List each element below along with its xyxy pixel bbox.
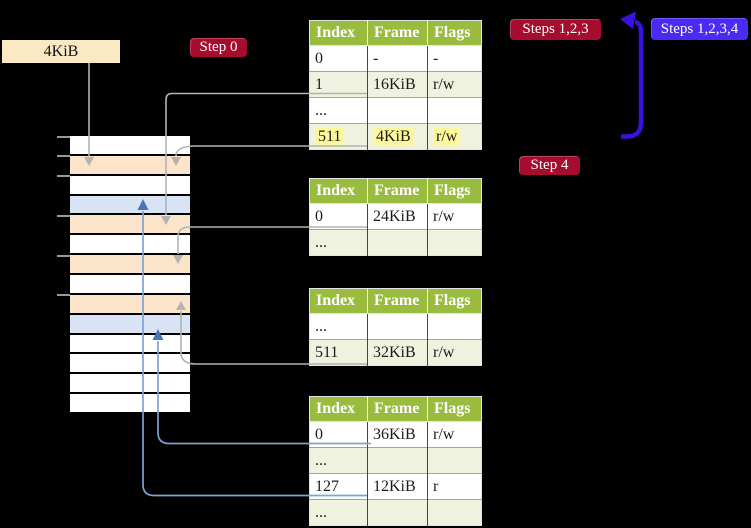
table-cell (427, 97, 482, 124)
column-header: Index (309, 178, 368, 204)
column-header: Frame (367, 396, 428, 422)
table-cell: 24KiB (367, 203, 428, 230)
column-header: Frame (367, 288, 428, 314)
column-header: Frame (367, 178, 428, 204)
table-cell (367, 229, 428, 256)
column-header: Flags (427, 20, 482, 46)
tick-mark (57, 254, 70, 257)
memory-frame-row-white (70, 374, 190, 393)
column-header: Flags (427, 396, 482, 422)
column-header: Index (309, 20, 368, 46)
table-row: ... (309, 229, 482, 256)
column-header: Flags (427, 178, 482, 204)
memory-frame-row-orange (70, 294, 190, 313)
highlighted-value: 511 (315, 127, 345, 145)
column-header: Flags (427, 288, 482, 314)
memory-frame-row-white (70, 235, 190, 254)
tick-mark (57, 175, 70, 178)
memory-frame-row-white (70, 354, 190, 373)
column-header: Index (309, 288, 368, 314)
table-cell: 32KiB (367, 339, 428, 366)
table-cell (427, 229, 482, 256)
tick-mark (57, 155, 70, 158)
highlighted-value: 4KiB (373, 127, 414, 145)
badge-step-0: Step 0 (190, 38, 247, 57)
table-cell: 36KiB (367, 421, 428, 448)
table-cell: - (433, 49, 439, 67)
table-cell: ... (309, 97, 368, 124)
table-cell: ... (309, 447, 368, 474)
connector-recursive-loop-arrow (621, 19, 644, 139)
badge-steps-1-2-3: Steps 1,2,3 (510, 19, 601, 40)
table-cell (367, 97, 428, 124)
memory-frame-row-white (70, 274, 190, 293)
table-cell: 511 (309, 123, 368, 150)
column-header: Frame (367, 20, 428, 46)
table-cell: r (427, 473, 482, 500)
table-cell: r/w (427, 123, 482, 150)
table-cell: 12KiB (367, 473, 428, 500)
frame-size-label-text: 4KiB (43, 42, 79, 60)
frame-size-label: 4KiB (2, 40, 120, 63)
table-cell (428, 314, 482, 340)
table-cell: 127 (309, 473, 368, 500)
table-cell (427, 499, 482, 526)
arrowhead-recursive-loop-arrow (620, 11, 636, 29)
memory-frame-row-blue (70, 195, 190, 214)
table-cell (367, 447, 428, 474)
table-cell: r/w (427, 71, 482, 98)
memory-frame-row-white (70, 334, 190, 353)
table-cell (367, 499, 428, 526)
table-row: ... (309, 97, 482, 124)
column-header: Index (309, 396, 368, 422)
tick-mark (57, 135, 70, 138)
table-cell: 4KiB (367, 123, 428, 150)
memory-frame-row-orange (70, 155, 190, 174)
table-cell: ... (309, 229, 368, 256)
table-row: ... (309, 447, 482, 474)
memory-frame-row-orange (70, 215, 190, 234)
table-row: ... (309, 499, 482, 526)
table-cell: r/w (427, 339, 482, 366)
table-row: 511 4KiB r/w (309, 123, 482, 150)
memory-frame-row-white (70, 136, 190, 154)
table-cell: 0 (309, 203, 368, 230)
memory-frame-row-white (70, 175, 190, 194)
memory-frame-row-blue (70, 314, 190, 333)
table-cell: 511 (309, 339, 368, 366)
table-cell: ... (309, 313, 368, 340)
table-cell: 0 (309, 45, 368, 72)
table-cell: 0 (309, 421, 368, 448)
badge-steps-1-2-3-4: Steps 1,2,3,4 (651, 18, 748, 40)
table-cell: r/w (433, 425, 455, 443)
memory-frame-row-orange (70, 255, 190, 274)
badge-step-4: Step 4 (519, 156, 580, 175)
table-cell: 16KiB (367, 71, 428, 98)
tick-mark (57, 215, 70, 217)
highlighted-value: r/w (433, 127, 461, 145)
table-cell: 1 (309, 71, 368, 98)
table-row: ... (309, 313, 482, 340)
table-cell (367, 313, 428, 340)
table-row: 0-- (309, 45, 482, 72)
table-cell: r/w (433, 207, 455, 225)
table-cell: ... (309, 499, 368, 526)
table-cell: - (367, 45, 428, 72)
table-cell (427, 447, 482, 474)
tick-mark (57, 294, 70, 297)
memory-frame-row-white (70, 394, 190, 413)
